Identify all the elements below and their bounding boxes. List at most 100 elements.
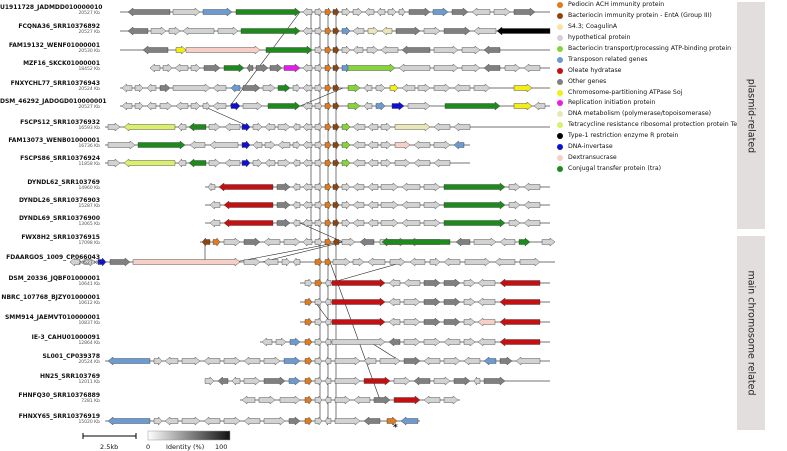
gene-arrow: [391, 101, 405, 111]
gene-arrow: [304, 297, 313, 307]
gene-arrow: [277, 140, 291, 150]
gene-arrow: [258, 395, 276, 405]
gene-arrow: [97, 257, 107, 267]
gene-arrow: [352, 45, 364, 55]
gene-arrow: [401, 200, 421, 210]
row-label-name: DSM_20336_JQBF01000001: [8, 275, 100, 282]
gene-arrow: [341, 7, 351, 17]
gene-arrow: [263, 257, 279, 267]
gene-arrow: [292, 257, 301, 267]
gene-arrow: [304, 278, 313, 288]
gene-arrow: [433, 63, 459, 73]
gene-arrow: [443, 395, 459, 405]
identity-min-label: 0: [146, 443, 151, 451]
gene-arrow: [121, 101, 133, 111]
legend-label: Replication initiation protein: [568, 99, 656, 107]
row-label-size: 20524 Kb: [78, 87, 100, 92]
gene-arrow: [499, 337, 541, 347]
gene-arrow: [433, 158, 451, 168]
gene-arrow: [331, 278, 386, 288]
gene-arrow: [172, 7, 201, 17]
identity-link: [234, 241, 341, 263]
gene-arrow: [363, 376, 391, 386]
gene-arrow: [123, 122, 176, 132]
gene-arrow: [398, 63, 431, 73]
row-label-size: 11858 Kb: [78, 162, 100, 167]
gene-arrow: [288, 376, 301, 386]
gene-arrow: [332, 26, 340, 36]
legend-item: Replication initiation protein: [557, 98, 733, 109]
gene-arrow: [324, 237, 332, 247]
gene-arrow: [107, 356, 151, 366]
gene-arrow: [252, 122, 263, 132]
row-label-name: SL001_CP039378: [42, 353, 100, 360]
gene-arrow: [177, 122, 187, 132]
legend-label: Chromosome-partitioning ATPase Soj: [568, 88, 683, 96]
gene-arrow: [208, 122, 221, 132]
gene-arrow: [302, 140, 313, 150]
gene-arrow: [423, 297, 441, 307]
legend-swatch: [557, 89, 563, 96]
gene-arrow: [127, 7, 171, 17]
row-label-size: 20527 Kb: [78, 105, 100, 110]
gene-arrow: [289, 337, 301, 347]
gene-arrow: [413, 158, 431, 168]
gene-arrow: [332, 122, 340, 132]
gene-arrow: [134, 83, 144, 93]
gene-arrow: [292, 218, 301, 228]
gene-arrow: [367, 140, 379, 150]
gene-arrow: [132, 257, 241, 267]
gene-arrow: [332, 83, 340, 93]
gene-arrow: [463, 278, 476, 288]
gene-arrow: [302, 158, 313, 168]
row-label-size: 10612 Kb: [78, 301, 100, 306]
gene-arrow: [223, 356, 241, 366]
gene-arrow: [403, 297, 421, 307]
legend-swatch: [557, 56, 563, 63]
gene-arrow: [223, 63, 245, 73]
gene-arrow: [332, 7, 340, 17]
row-label-name: DYNDL62_SRR103769: [27, 179, 100, 186]
legend-swatch: [557, 144, 563, 151]
gene-arrow: [314, 101, 323, 111]
gene-arrow: [341, 122, 351, 132]
gene-arrow: [443, 182, 506, 192]
gene-arrow: [230, 83, 241, 93]
gene-arrow: [241, 158, 251, 168]
gene-arrow: [332, 45, 340, 55]
gene-arrow: [314, 416, 323, 426]
gene-arrow: [515, 356, 541, 366]
legend-swatch: [557, 13, 563, 20]
gene-arrow: [352, 158, 366, 168]
gene-arrow: [367, 200, 379, 210]
gene-arrow: [393, 395, 421, 405]
gene-arrow: [380, 122, 392, 132]
gene-arrow: [379, 356, 401, 366]
gene-arrow: [352, 7, 363, 17]
identity-link: [202, 105, 251, 128]
gene-arrow: [142, 45, 169, 55]
gene-arrow: [375, 101, 386, 111]
gene-arrow: [401, 182, 421, 192]
gene-arrow: [423, 356, 441, 366]
gene-arrow: [443, 317, 461, 327]
gene-arrow: [341, 45, 351, 55]
legend-label: DNA-invertase: [568, 143, 613, 151]
row-label-size: 18452 Kb: [78, 67, 100, 72]
gene-arrow: [302, 63, 313, 73]
gene-arrow: [334, 395, 351, 405]
gene-arrow: [443, 200, 506, 210]
highlight-asterisk: *: [393, 423, 398, 433]
gene-arrow: [352, 218, 365, 228]
gene-arrow: [223, 218, 274, 228]
gene-arrow: [473, 237, 497, 247]
gene-arrow: [471, 7, 491, 17]
gene-arrow: [242, 83, 261, 93]
gene-arrow: [352, 200, 365, 210]
gene-arrow: [324, 317, 332, 327]
